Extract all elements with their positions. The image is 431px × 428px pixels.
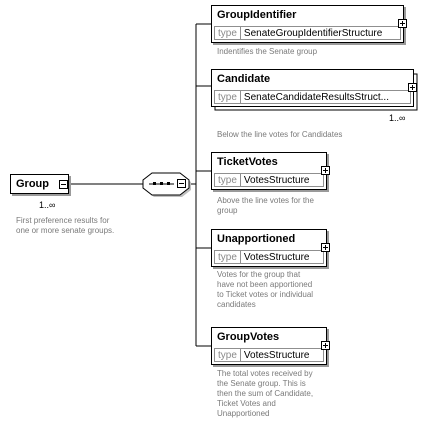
- element-name: TicketVotes: [217, 156, 278, 168]
- type-key-label: type: [215, 349, 241, 361]
- type-key-label: type: [215, 174, 241, 186]
- type-value: VotesStructure: [243, 349, 310, 361]
- root-multiplicity: 1..∞: [39, 200, 56, 210]
- expand-icon-unapportioned[interactable]: [321, 243, 330, 252]
- type-row: type VotesStructure: [214, 348, 324, 362]
- type-value: VotesStructure: [243, 251, 310, 263]
- annotation-candidate: Below the line votes for Candidates: [217, 130, 343, 139]
- element-name: Candidate: [217, 73, 271, 85]
- annotation-ticketvotes: Above the line votes for the group: [217, 196, 314, 215]
- annotation-groupvotes: The total votes received by the Senate g…: [217, 369, 314, 418]
- type-key-label: type: [215, 27, 241, 39]
- type-row: type VotesStructure: [214, 173, 324, 187]
- root-annotation: First preference results for one or more…: [16, 216, 115, 235]
- type-value: SenateCandidateResultsStruct...: [243, 91, 389, 103]
- expand-icon-ticketvotes[interactable]: [321, 166, 330, 175]
- element-groupvotes[interactable]: GroupVotes type VotesStructure: [211, 327, 327, 365]
- element-unapportioned[interactable]: Unapportioned type VotesStructure: [211, 229, 327, 267]
- element-name: GroupIdentifier: [217, 9, 297, 21]
- type-row: type VotesStructure: [214, 250, 324, 264]
- candidate-multiplicity: 1..∞: [389, 113, 406, 123]
- type-row: type SenateCandidateResultsStruct...: [214, 90, 411, 104]
- element-groupidentifier[interactable]: GroupIdentifier type SenateGroupIdentifi…: [211, 5, 404, 43]
- element-ticketvotes[interactable]: TicketVotes type VotesStructure: [211, 152, 327, 190]
- element-name: Unapportioned: [217, 233, 296, 245]
- root-element-group[interactable]: Group: [10, 174, 69, 194]
- root-element-name: Group: [16, 178, 49, 190]
- type-key-label: type: [215, 91, 241, 103]
- type-value: SenateGroupIdentifierStructure: [243, 27, 383, 39]
- root-collapse-icon[interactable]: [59, 180, 68, 189]
- element-name: GroupVotes: [217, 331, 280, 343]
- type-value: VotesStructure: [243, 174, 310, 186]
- expand-icon-candidate[interactable]: [408, 83, 417, 92]
- expand-icon-groupvotes[interactable]: [321, 341, 330, 350]
- type-row: type SenateGroupIdentifierStructure: [214, 26, 401, 40]
- type-key-label: type: [215, 251, 241, 263]
- expand-icon-groupidentifier[interactable]: [398, 19, 407, 28]
- annotation-groupidentifier: Indentifies the Senate group: [217, 47, 318, 56]
- element-candidate[interactable]: Candidate type SenateCandidateResultsStr…: [211, 69, 414, 107]
- sequence-collapse-icon[interactable]: [177, 179, 186, 188]
- annotation-unapportioned: Votes for the group that have not been a…: [217, 270, 314, 309]
